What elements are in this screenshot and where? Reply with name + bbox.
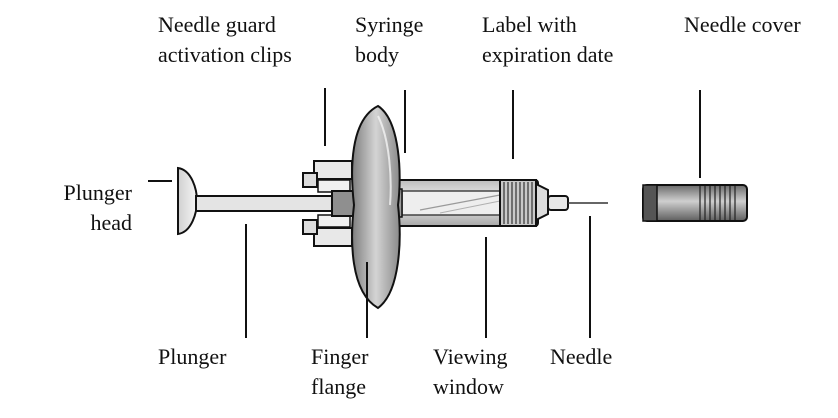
- label-label-expiration-line2: expiration date: [482, 42, 614, 67]
- stopper: [331, 190, 355, 217]
- label-needle-line1: Needle: [550, 344, 613, 369]
- label-needle-cover-line1: Needle cover: [684, 12, 801, 37]
- upper-clip: [313, 160, 353, 180]
- label-finger-flange-line1: Finger: [311, 344, 369, 369]
- plunger-head: [177, 166, 199, 236]
- label-viewing-window-line1: Viewing: [433, 344, 508, 369]
- label-plunger-head-line1: Plunger: [63, 180, 132, 205]
- label-needle: Needle: [550, 342, 612, 372]
- label-syringe-body: Syringe body: [355, 10, 423, 70]
- label-syringe-body-line2: body: [355, 42, 399, 67]
- needle-cover-shape: [642, 184, 748, 222]
- label-finger-flange-line2: flange: [311, 374, 366, 399]
- label-plunger-head: Plunger head: [28, 178, 132, 238]
- label-plunger-line1: Plunger: [158, 344, 227, 369]
- label-needle-cover: Needle cover: [684, 10, 801, 40]
- lower-clip: [313, 227, 353, 247]
- label-needle-guard-clips-line2: activation clips: [158, 42, 292, 67]
- finger-flange-shape: [351, 104, 401, 310]
- label-label-expiration-line1: Label with: [482, 12, 577, 37]
- plunger-rod: [195, 195, 349, 212]
- label-syringe-body-line1: Syringe: [355, 12, 424, 37]
- label-plunger: Plunger: [158, 342, 226, 372]
- label-band: [499, 179, 537, 227]
- label-plunger-head-line2: head: [90, 210, 132, 235]
- label-viewing-window: Viewing window: [433, 342, 507, 402]
- label-needle-guard-clips-line1: Needle guard: [158, 12, 276, 37]
- label-viewing-window-line2: window: [433, 374, 504, 399]
- syringe-hub: [535, 182, 549, 222]
- label-label-expiration: Label with expiration date: [482, 10, 613, 70]
- label-finger-flange: Finger flange: [311, 342, 368, 402]
- label-needle-guard-clips: Needle guard activation clips: [158, 10, 292, 70]
